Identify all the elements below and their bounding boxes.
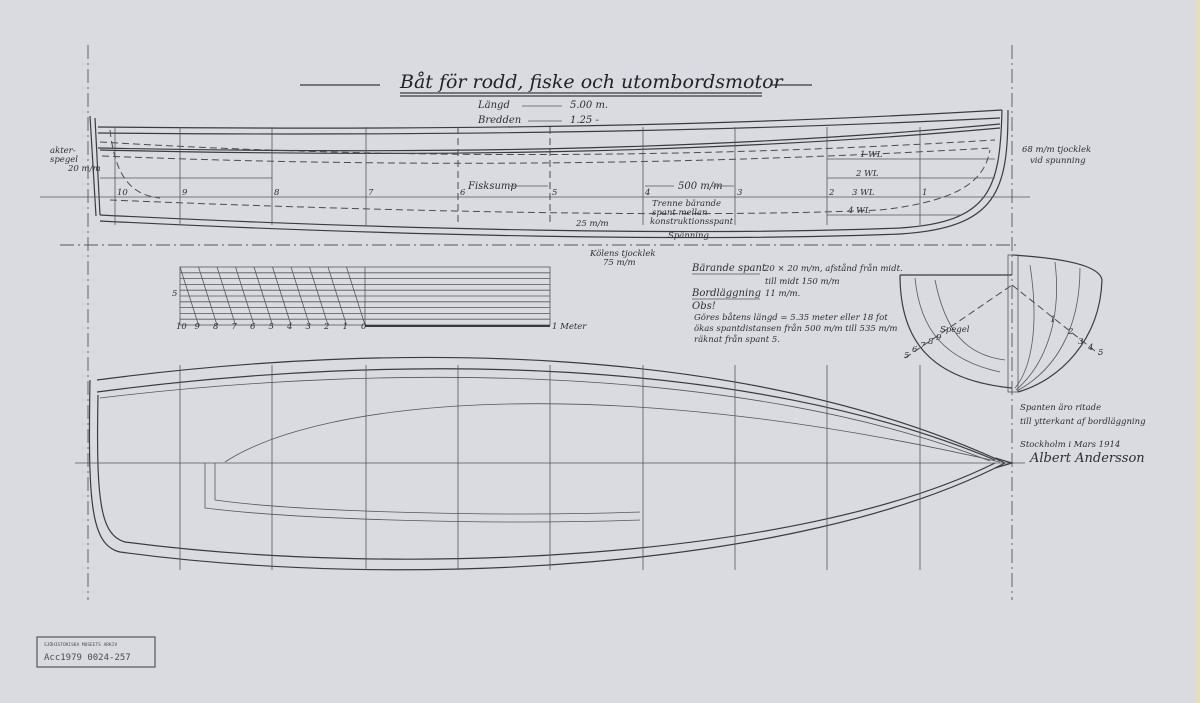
body-plan: Spegel 5 6 7 8 9 1 2 3 4 5	[899, 254, 1103, 393]
signature: Albert Andersson	[1029, 451, 1145, 466]
plan-view	[75, 356, 1025, 571]
scale-tick-label: 2	[323, 322, 329, 332]
drawing-title: Båt för rodd, fiske och utombordsmotor	[399, 71, 785, 93]
scale-tick-label: 8	[213, 322, 219, 332]
signature-block: Spanten äro ritade till ytterkant af bor…	[1020, 403, 1146, 466]
station-number: 10	[117, 188, 128, 198]
scale-diagonal	[216, 266, 236, 326]
station-number: 9	[182, 188, 188, 198]
stem-note-1: 68 m/m tjocklek	[1022, 145, 1091, 155]
body-left-num: 5	[904, 351, 909, 361]
obs-line-1: Göres båtens längd = 5.35 meter eller 18…	[694, 311, 888, 323]
station-number: 2	[828, 188, 834, 198]
station-number: 7	[368, 188, 374, 198]
planking-text: 11 m/m.	[765, 289, 800, 299]
stamp-line-1: SJÖHISTORISKA MUSEETS ARKIV	[44, 641, 117, 648]
length-label: Längd	[477, 100, 510, 111]
station-number: 8	[274, 188, 280, 198]
stem-note-2: vid spunning	[1030, 156, 1086, 166]
scale-tick-label: 0	[361, 322, 367, 332]
scale-diagonal	[235, 266, 255, 326]
frames-note-3: konstruktionsspant	[650, 217, 734, 227]
station-number: 4	[644, 188, 650, 198]
frames-drawn-2: till ytterkant af bordläggning	[1020, 417, 1146, 427]
scale-diagonal	[198, 266, 218, 326]
body-right-num: 5	[1098, 348, 1103, 358]
keel-thickness-1: Kölens tjocklek	[589, 249, 656, 259]
waterline-4: 4 WL	[847, 206, 871, 216]
station-number: 6	[460, 188, 466, 198]
scale-diagonal	[290, 266, 310, 326]
body-left-num: 6	[912, 345, 918, 355]
frames-drawn-1: Spanten äro ritade	[1020, 403, 1101, 413]
scale-tick-label: 5	[269, 322, 274, 332]
scale-diagonal	[179, 266, 199, 326]
place-date: Stockholm i Mars 1914	[1020, 440, 1120, 450]
body-left-num: 8	[928, 337, 934, 347]
waterline-1: 1 WL	[860, 150, 883, 160]
rabbet-label: Spänning	[668, 231, 709, 241]
scale-tick-label: 10	[176, 322, 187, 332]
body-right-num: 2	[1067, 327, 1073, 337]
scale-diagonal	[327, 266, 347, 326]
scale-diagonal	[309, 266, 329, 326]
scale-tick-label: 1	[343, 322, 348, 332]
length-value: 5.00 m.	[570, 100, 608, 111]
scale-side-label: 5	[172, 289, 177, 299]
scale-tick-label: 3	[306, 322, 311, 332]
transom-label-1: akter-	[50, 146, 76, 156]
frames-text-2: till midt 150 m/m	[765, 277, 840, 287]
scale-diagonal	[272, 266, 292, 326]
frames-text-1: 20 × 20 m/m, afstånd från midt.	[763, 262, 903, 274]
body-right-num: 3	[1078, 337, 1083, 347]
body-right-num: 4	[1087, 343, 1093, 353]
archive-stamp: SJÖHISTORISKA MUSEETS ARKIV Acc1979 0024…	[36, 636, 156, 668]
scale-diagonal	[253, 266, 273, 326]
body-left-num: 7	[920, 341, 926, 351]
obs-line-3: räknat från spant 5.	[694, 333, 780, 345]
keel-thickness-2: 75 m/m	[603, 258, 636, 268]
scale-tick-label: 6	[250, 322, 256, 332]
transom-label-2: spegel	[50, 155, 78, 165]
station-number: 1	[922, 188, 927, 198]
beam-label: Bredden	[477, 115, 521, 126]
transom-thickness: 20 m/m	[67, 164, 101, 174]
frames-label: Bärande spant	[691, 263, 767, 274]
paper-edge	[1196, 0, 1200, 703]
construction-notes: Bärande spant 20 × 20 m/m, afstånd från …	[691, 262, 903, 345]
scale-tick-label: 7	[232, 322, 238, 332]
frame-spacing-label: 500 m/m	[678, 181, 723, 192]
beam-value: 1.25 -	[570, 115, 599, 126]
waterline-3: 3 WL	[852, 188, 875, 198]
stamp-line-2: Acc1979 0024-257	[44, 653, 131, 663]
planking-label: Bordläggning	[691, 288, 761, 299]
obs-label: Obs!	[692, 301, 716, 312]
scale-diagonal	[346, 266, 366, 326]
scale-tick-label: 4	[286, 322, 292, 332]
frames-note-2: spant mellan	[652, 208, 708, 218]
fish-well-label: Fisksump	[467, 181, 517, 192]
frames-note-1: Trenne bärande	[652, 199, 721, 209]
body-left-num: 9	[936, 333, 942, 343]
scale-tick-label: 9	[195, 322, 201, 332]
obs-line-2: ökas spantdistansen från 500 m/m till 53…	[694, 322, 897, 334]
waterline-2: 2 WL	[855, 169, 879, 179]
dim-25-label: 25 m/m	[575, 219, 609, 229]
station-number: 3	[737, 188, 742, 198]
body-right-num: 1	[1050, 315, 1055, 325]
scale-end-label: 1 Meter	[552, 322, 587, 332]
spegel-label: Spegel	[940, 325, 970, 335]
profile-view: 10 9 8 7 6 5 4 3 2 1 akter- spegel 20 m/m Fisksum…	[40, 109, 1091, 268]
station-number: 5	[552, 188, 557, 198]
